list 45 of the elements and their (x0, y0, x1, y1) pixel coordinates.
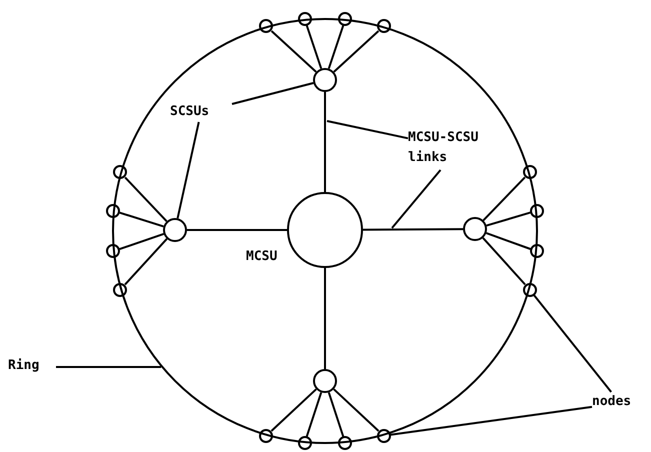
connector-line (124, 176, 168, 222)
station-circle (530, 244, 544, 258)
connector-line (482, 176, 526, 222)
scsu-circle (463, 217, 487, 241)
ring-circle (112, 18, 538, 444)
station-circle (106, 244, 120, 258)
connector-line (270, 388, 317, 432)
leader-line (391, 169, 442, 229)
leader-line (56, 366, 162, 368)
scsu-circle (313, 369, 337, 393)
annotation-label: SCSUs (170, 102, 232, 122)
connector-line (328, 25, 344, 69)
leader-line (232, 82, 314, 105)
connector-line (482, 237, 526, 286)
connector-line (486, 212, 531, 227)
annotation-label: Ring (8, 356, 56, 378)
connector-line (333, 388, 380, 432)
connector-line (486, 232, 531, 250)
station-circle (106, 204, 120, 218)
connector-line (306, 25, 322, 69)
connector-line (119, 212, 164, 228)
connector-line (328, 392, 344, 437)
station-circle (530, 204, 544, 218)
link-line (324, 92, 326, 192)
leader-line (326, 120, 408, 140)
link-line (187, 229, 287, 231)
annotation-label: MCSU-SCSU links (408, 128, 508, 170)
connector-line (119, 232, 164, 250)
leader-line (176, 122, 200, 219)
leader-line (533, 294, 612, 393)
connector-line (306, 392, 322, 437)
connector-line (333, 30, 380, 73)
station-circle (298, 436, 312, 450)
connector-line (124, 238, 168, 286)
link-line (363, 228, 463, 231)
scsu-circle (313, 68, 337, 92)
station-circle (338, 436, 352, 450)
scsu-circle (163, 218, 187, 242)
link-line (324, 268, 326, 369)
connector-line (270, 30, 317, 73)
annotation-label: nodes (592, 392, 648, 414)
leader-line (390, 406, 592, 436)
unit-label: MCSU (246, 248, 278, 266)
station-circle (298, 12, 312, 26)
station-circle (338, 12, 352, 26)
